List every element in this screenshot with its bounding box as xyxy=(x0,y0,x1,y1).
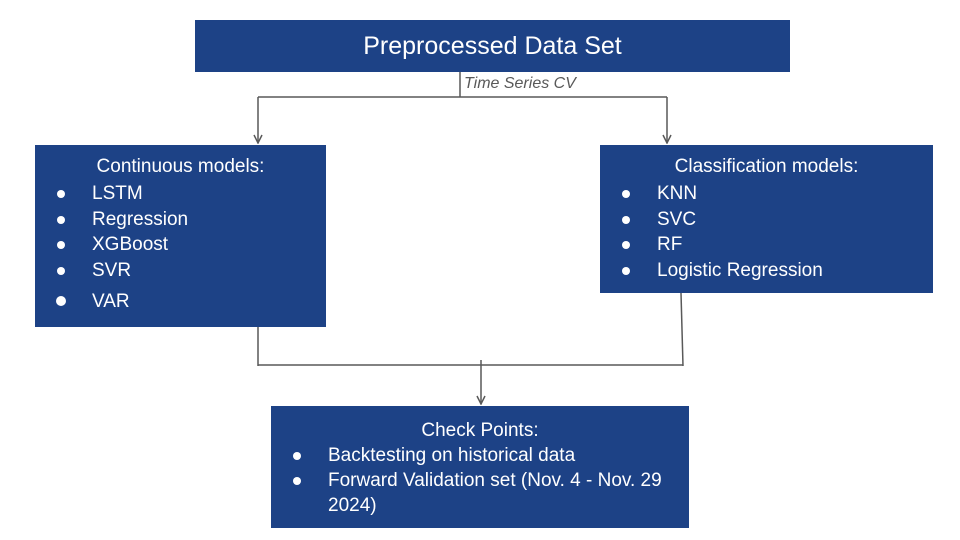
bullet-icon xyxy=(293,452,301,460)
list-item-label: VAR xyxy=(92,291,130,312)
preprocessed-data-box: Preprocessed Data Set xyxy=(195,20,790,72)
list-item: Forward Validation set (Nov. 4 - Nov. 29… xyxy=(271,468,689,518)
continuous-models-box: Continuous models: LSTM Regression XGBoo… xyxy=(35,145,326,327)
list-item-label: LSTM xyxy=(92,183,143,204)
list-item: Backtesting on historical data xyxy=(271,443,689,468)
bullet-icon xyxy=(622,266,630,275)
list-item: XGBoost xyxy=(35,232,326,258)
list-item-label: Forward Validation set (Nov. 4 - Nov. 29… xyxy=(328,470,662,516)
list-item-label: Backtesting on historical data xyxy=(328,445,576,466)
continuous-models-title: Continuous models: xyxy=(96,156,265,177)
connector-right-drop xyxy=(680,292,684,367)
list-item-label: SVR xyxy=(92,259,132,281)
list-item-label: SVC xyxy=(657,208,697,230)
bullet-icon xyxy=(622,190,630,198)
bullet-icon xyxy=(57,190,65,198)
list-item: KNN xyxy=(600,181,933,207)
bullet-icon xyxy=(56,296,66,306)
list-item: SVR xyxy=(35,258,326,284)
time-series-cv-label: Time Series CV xyxy=(464,75,576,92)
classification-models-title: Classification models: xyxy=(674,156,859,177)
list-item-label: Regression xyxy=(92,208,189,230)
classification-models-box: Classification models: KNN SVC RF Logist… xyxy=(600,145,933,293)
bullet-icon xyxy=(57,241,65,249)
check-points-list: Backtesting on historical data Forward V… xyxy=(271,443,689,518)
list-item: Regression xyxy=(35,207,326,233)
list-item-label: KNN xyxy=(657,183,698,204)
bullet-icon xyxy=(622,215,630,224)
list-item: VAR xyxy=(35,289,326,315)
list-item-label: RF xyxy=(657,234,683,255)
bullet-icon xyxy=(293,477,301,485)
check-points-title: Check Points: xyxy=(421,420,539,441)
bullet-icon xyxy=(622,241,630,249)
list-item-label: XGBoost xyxy=(92,234,169,255)
list-item-label: Logistic Regression xyxy=(657,259,823,281)
bullet-icon xyxy=(57,266,65,275)
list-item: Logistic Regression xyxy=(600,258,933,284)
bullet-icon xyxy=(57,215,65,224)
preprocessed-data-title: Preprocessed Data Set xyxy=(363,31,622,60)
continuous-models-list: LSTM Regression XGBoost SVR VAR xyxy=(35,181,326,315)
list-item: LSTM xyxy=(35,181,326,207)
classification-models-list: KNN SVC RF Logistic Regression xyxy=(600,181,933,283)
list-item: SVC xyxy=(600,207,933,233)
check-points-box: Check Points: Backtesting on historical … xyxy=(271,406,689,528)
list-item: RF xyxy=(600,232,933,258)
